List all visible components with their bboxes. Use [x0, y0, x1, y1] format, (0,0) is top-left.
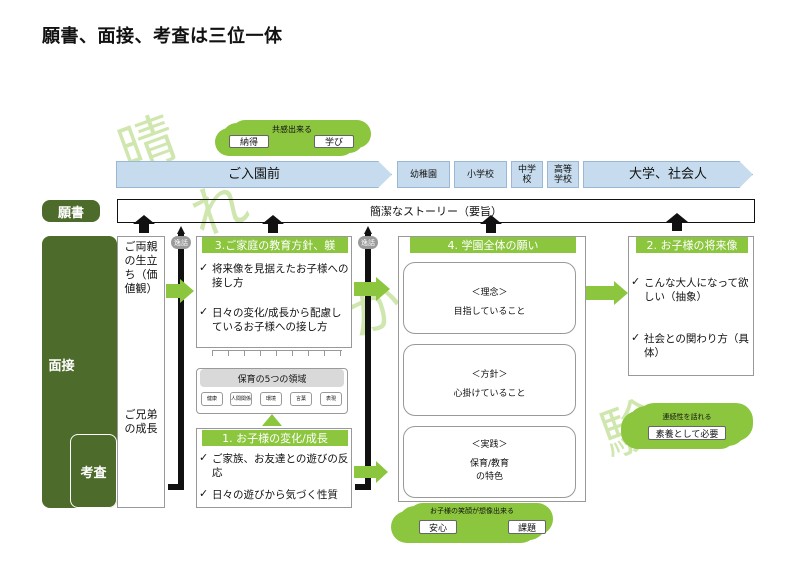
up-arrow-icon — [177, 226, 185, 234]
up-arrow-icon — [364, 226, 372, 234]
arrow-right-stem — [584, 286, 614, 300]
timeline-line-middle — [365, 234, 371, 490]
box-child-future — [628, 236, 754, 376]
domain-environment: 環境 — [260, 392, 282, 406]
box-school-wishes-header: 4. 学園全体の願い — [410, 237, 576, 253]
column-siblings-growth: ご兄弟の成長 — [124, 408, 158, 435]
practice-box: ＜実践＞ 保育/教育の特色 — [403, 426, 576, 498]
check-icon: ✓ — [631, 331, 641, 344]
cloud-bottom-btn-anshin: 安心 — [419, 520, 457, 534]
item-text: 将来像を見据えたお子様への接し方 — [212, 263, 349, 289]
up-arrow-stem — [139, 224, 149, 233]
item-text: 日々の変化/成長から配慮しているお子様への接し方 — [212, 307, 342, 333]
practice-body: 保育/教育の特色 — [469, 459, 510, 482]
column-parents-upbringing: ご両親の生立ち（価値観） — [124, 240, 158, 295]
policy-box: ＜方針＞ 心掛けていること — [403, 344, 576, 416]
connector-lines — [212, 350, 342, 356]
box-child-growth-item-1: ✓ ご家族、お友達との遊びの反応 — [199, 451, 349, 480]
check-icon: ✓ — [199, 305, 209, 318]
domain-language: 言葉 — [290, 392, 312, 406]
timeline-line-left-foot — [168, 484, 184, 490]
arrow-right-icon — [614, 281, 628, 305]
domain-health: 健康 — [201, 392, 223, 406]
timeline-line-middle-foot — [355, 484, 371, 490]
arrow-right-icon — [180, 279, 194, 303]
cloud-top-label: 共感出来る — [272, 125, 312, 134]
philosophy-title: ＜理念＞ — [471, 288, 508, 298]
item-text: こんな大人になって欲しい（抽象） — [644, 277, 749, 303]
policy-body: 心掛けていること — [453, 389, 526, 399]
cloud-bottom-btn-kadai: 課題 — [508, 520, 546, 534]
cloud-top-btn-manabi: 学び — [314, 135, 354, 148]
timeline-elementary: 小学校 — [454, 161, 507, 188]
timeline-junior-high: 中学校 — [511, 161, 543, 188]
timeline-line-left — [178, 234, 184, 490]
up-arrow-icon — [262, 215, 284, 224]
column-family-background — [117, 236, 165, 508]
cloud-right-btn: 素養として必要 — [648, 426, 726, 440]
episode-tag: 逸話 — [171, 236, 191, 249]
box-family-policy-header: 3.ご家庭の教育方針、躾 — [202, 237, 348, 253]
check-icon: ✓ — [199, 487, 209, 500]
timeline-pre-kindergarten: ご入園前 — [116, 161, 392, 188]
philosophy-body: 目指していること — [453, 307, 526, 317]
side-label-kousa: 考査 — [70, 434, 117, 508]
check-icon: ✓ — [631, 275, 641, 288]
arrow-right-icon — [376, 461, 388, 483]
arrow-right-stem — [354, 282, 376, 296]
up-arrow-icon — [262, 414, 282, 426]
up-arrow-icon — [666, 213, 688, 222]
cloud-top-btn-nattoku: 納得 — [229, 135, 269, 148]
check-icon: ✓ — [199, 261, 209, 274]
timeline-high-school: 高等学校 — [547, 161, 579, 188]
up-arrow-stem — [486, 224, 496, 233]
arrow-right-stem — [166, 284, 180, 298]
philosophy-box: ＜理念＞ 目指していること — [403, 262, 576, 334]
item-text: 日々の遊びから気づく性質 — [212, 489, 338, 501]
box-child-growth-header: 1. お子様の変化/成長 — [202, 430, 348, 446]
cloud-bottom-label: お子様の笑顔が想像出来る — [430, 507, 514, 515]
page-title: 願書、面接、考査は三位一体 — [42, 26, 283, 47]
cloud-right-label: 連続性を話れる — [662, 413, 712, 421]
practice-title: ＜実践＞ — [471, 440, 508, 450]
up-arrow-stem — [672, 222, 682, 231]
domain-expression: 表現 — [320, 392, 342, 406]
up-arrow-icon — [480, 215, 502, 224]
story-bar: 簡潔なストーリー（要旨） — [117, 199, 755, 223]
up-arrow-icon — [133, 215, 155, 224]
box-family-policy — [196, 236, 352, 348]
timeline-kindergarten: 幼稚園 — [397, 161, 450, 188]
box-child-future-item-2: ✓ 社会との関わり方（具体） — [631, 331, 751, 360]
check-icon: ✓ — [199, 451, 209, 464]
item-text: ご家族、お友達との遊びの反応 — [212, 453, 349, 479]
domain-relationships: 人間関係 — [230, 392, 252, 406]
box-child-growth-item-2: ✓ 日々の遊びから気づく性質 — [199, 487, 349, 502]
arrow-right-stem — [354, 466, 376, 478]
policy-title: ＜方針＞ — [471, 370, 508, 380]
side-label-gansho: 願書 — [42, 200, 100, 222]
up-arrow-stem — [268, 224, 278, 233]
arrow-right-icon — [376, 277, 390, 301]
item-text: 社会との関わり方（具体） — [644, 333, 749, 359]
box-child-future-item-1: ✓ こんな大人になって欲しい（抽象） — [631, 275, 751, 304]
box-child-future-header: 2. お子様の将来像 — [636, 237, 748, 253]
episode-tag: 逸話 — [358, 236, 378, 249]
domains-title: 保育の5つの領域 — [200, 369, 344, 387]
box-family-policy-item-1: ✓ 将来像を見据えたお子様への接し方 — [199, 261, 349, 290]
box-family-policy-item-2: ✓ 日々の変化/成長から配慮しているお子様への接し方 — [199, 305, 349, 334]
timeline-university: 大学、社会人 — [583, 161, 753, 188]
side-label-mensetsu-text: 面接 — [48, 358, 75, 374]
